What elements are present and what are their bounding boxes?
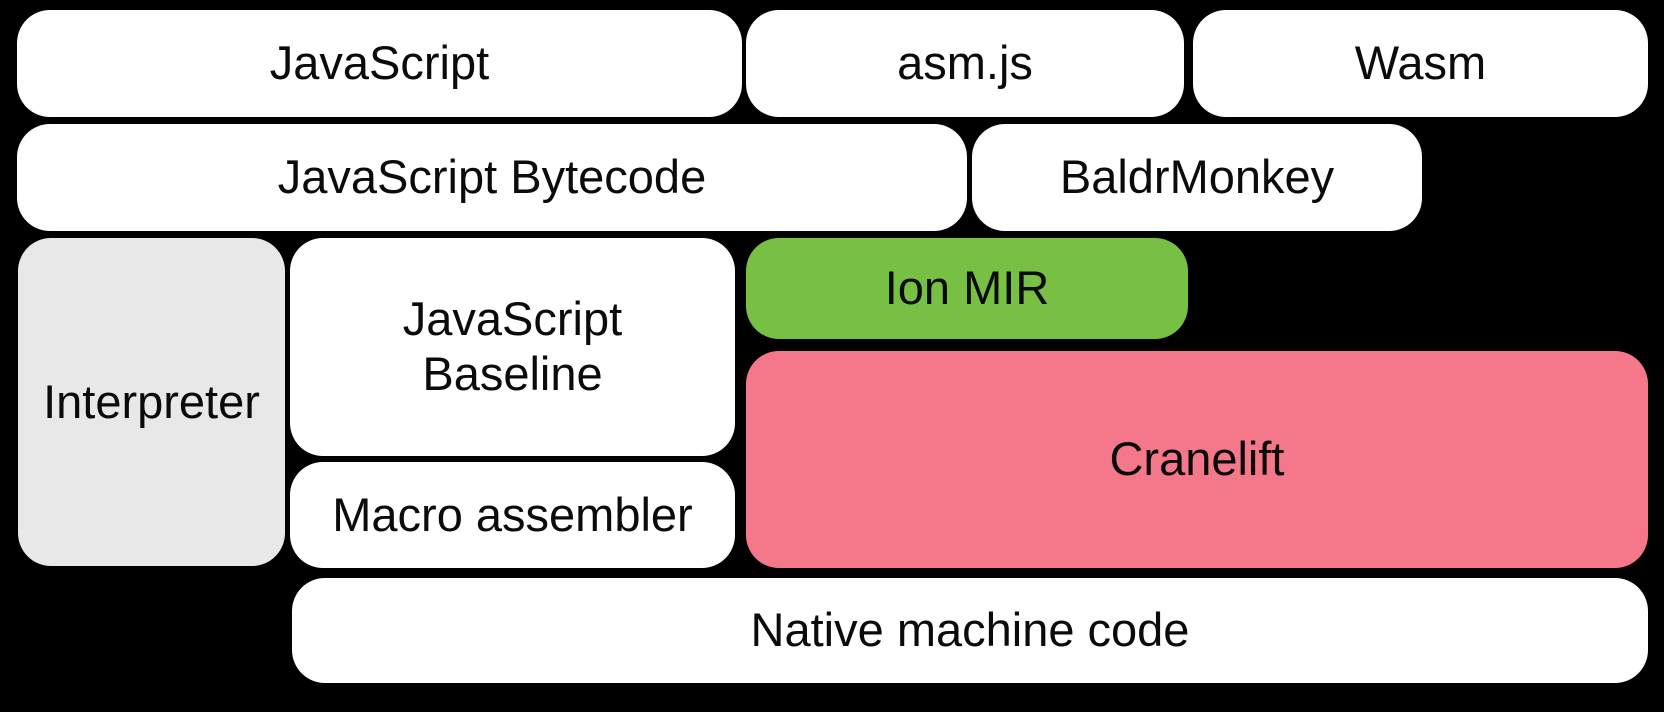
node-wasm: Wasm	[1193, 10, 1648, 117]
node-ion-mir: Ion MIR	[746, 238, 1188, 339]
node-javascript-label: JavaScript	[269, 36, 490, 90]
node-macro-assembler: Macro assembler	[290, 462, 735, 568]
node-asmjs: asm.js	[746, 10, 1184, 117]
node-native-machine-code-label: Native machine code	[750, 603, 1190, 657]
node-javascript-bytecode: JavaScript Bytecode	[17, 124, 967, 231]
node-cranelift: Cranelift	[746, 351, 1648, 568]
node-javascript: JavaScript	[17, 10, 742, 117]
node-javascript-bytecode-label: JavaScript Bytecode	[277, 150, 707, 204]
node-interpreter-label: Interpreter	[43, 374, 260, 428]
node-ion-mir-label: Ion MIR	[884, 261, 1050, 315]
node-native-machine-code: Native machine code	[292, 578, 1648, 683]
node-wasm-label: Wasm	[1354, 36, 1487, 90]
node-javascript-baseline: JavaScript Baseline	[290, 238, 735, 456]
node-interpreter: Interpreter	[18, 238, 285, 566]
node-asmjs-label: asm.js	[897, 36, 1033, 90]
node-javascript-baseline-label: JavaScript Baseline	[402, 292, 623, 400]
node-baldrmonkey-label: BaldrMonkey	[1059, 150, 1335, 204]
node-baldrmonkey: BaldrMonkey	[972, 124, 1422, 231]
node-cranelift-label: Cranelift	[1109, 432, 1285, 486]
node-macro-assembler-label: Macro assembler	[332, 487, 693, 541]
